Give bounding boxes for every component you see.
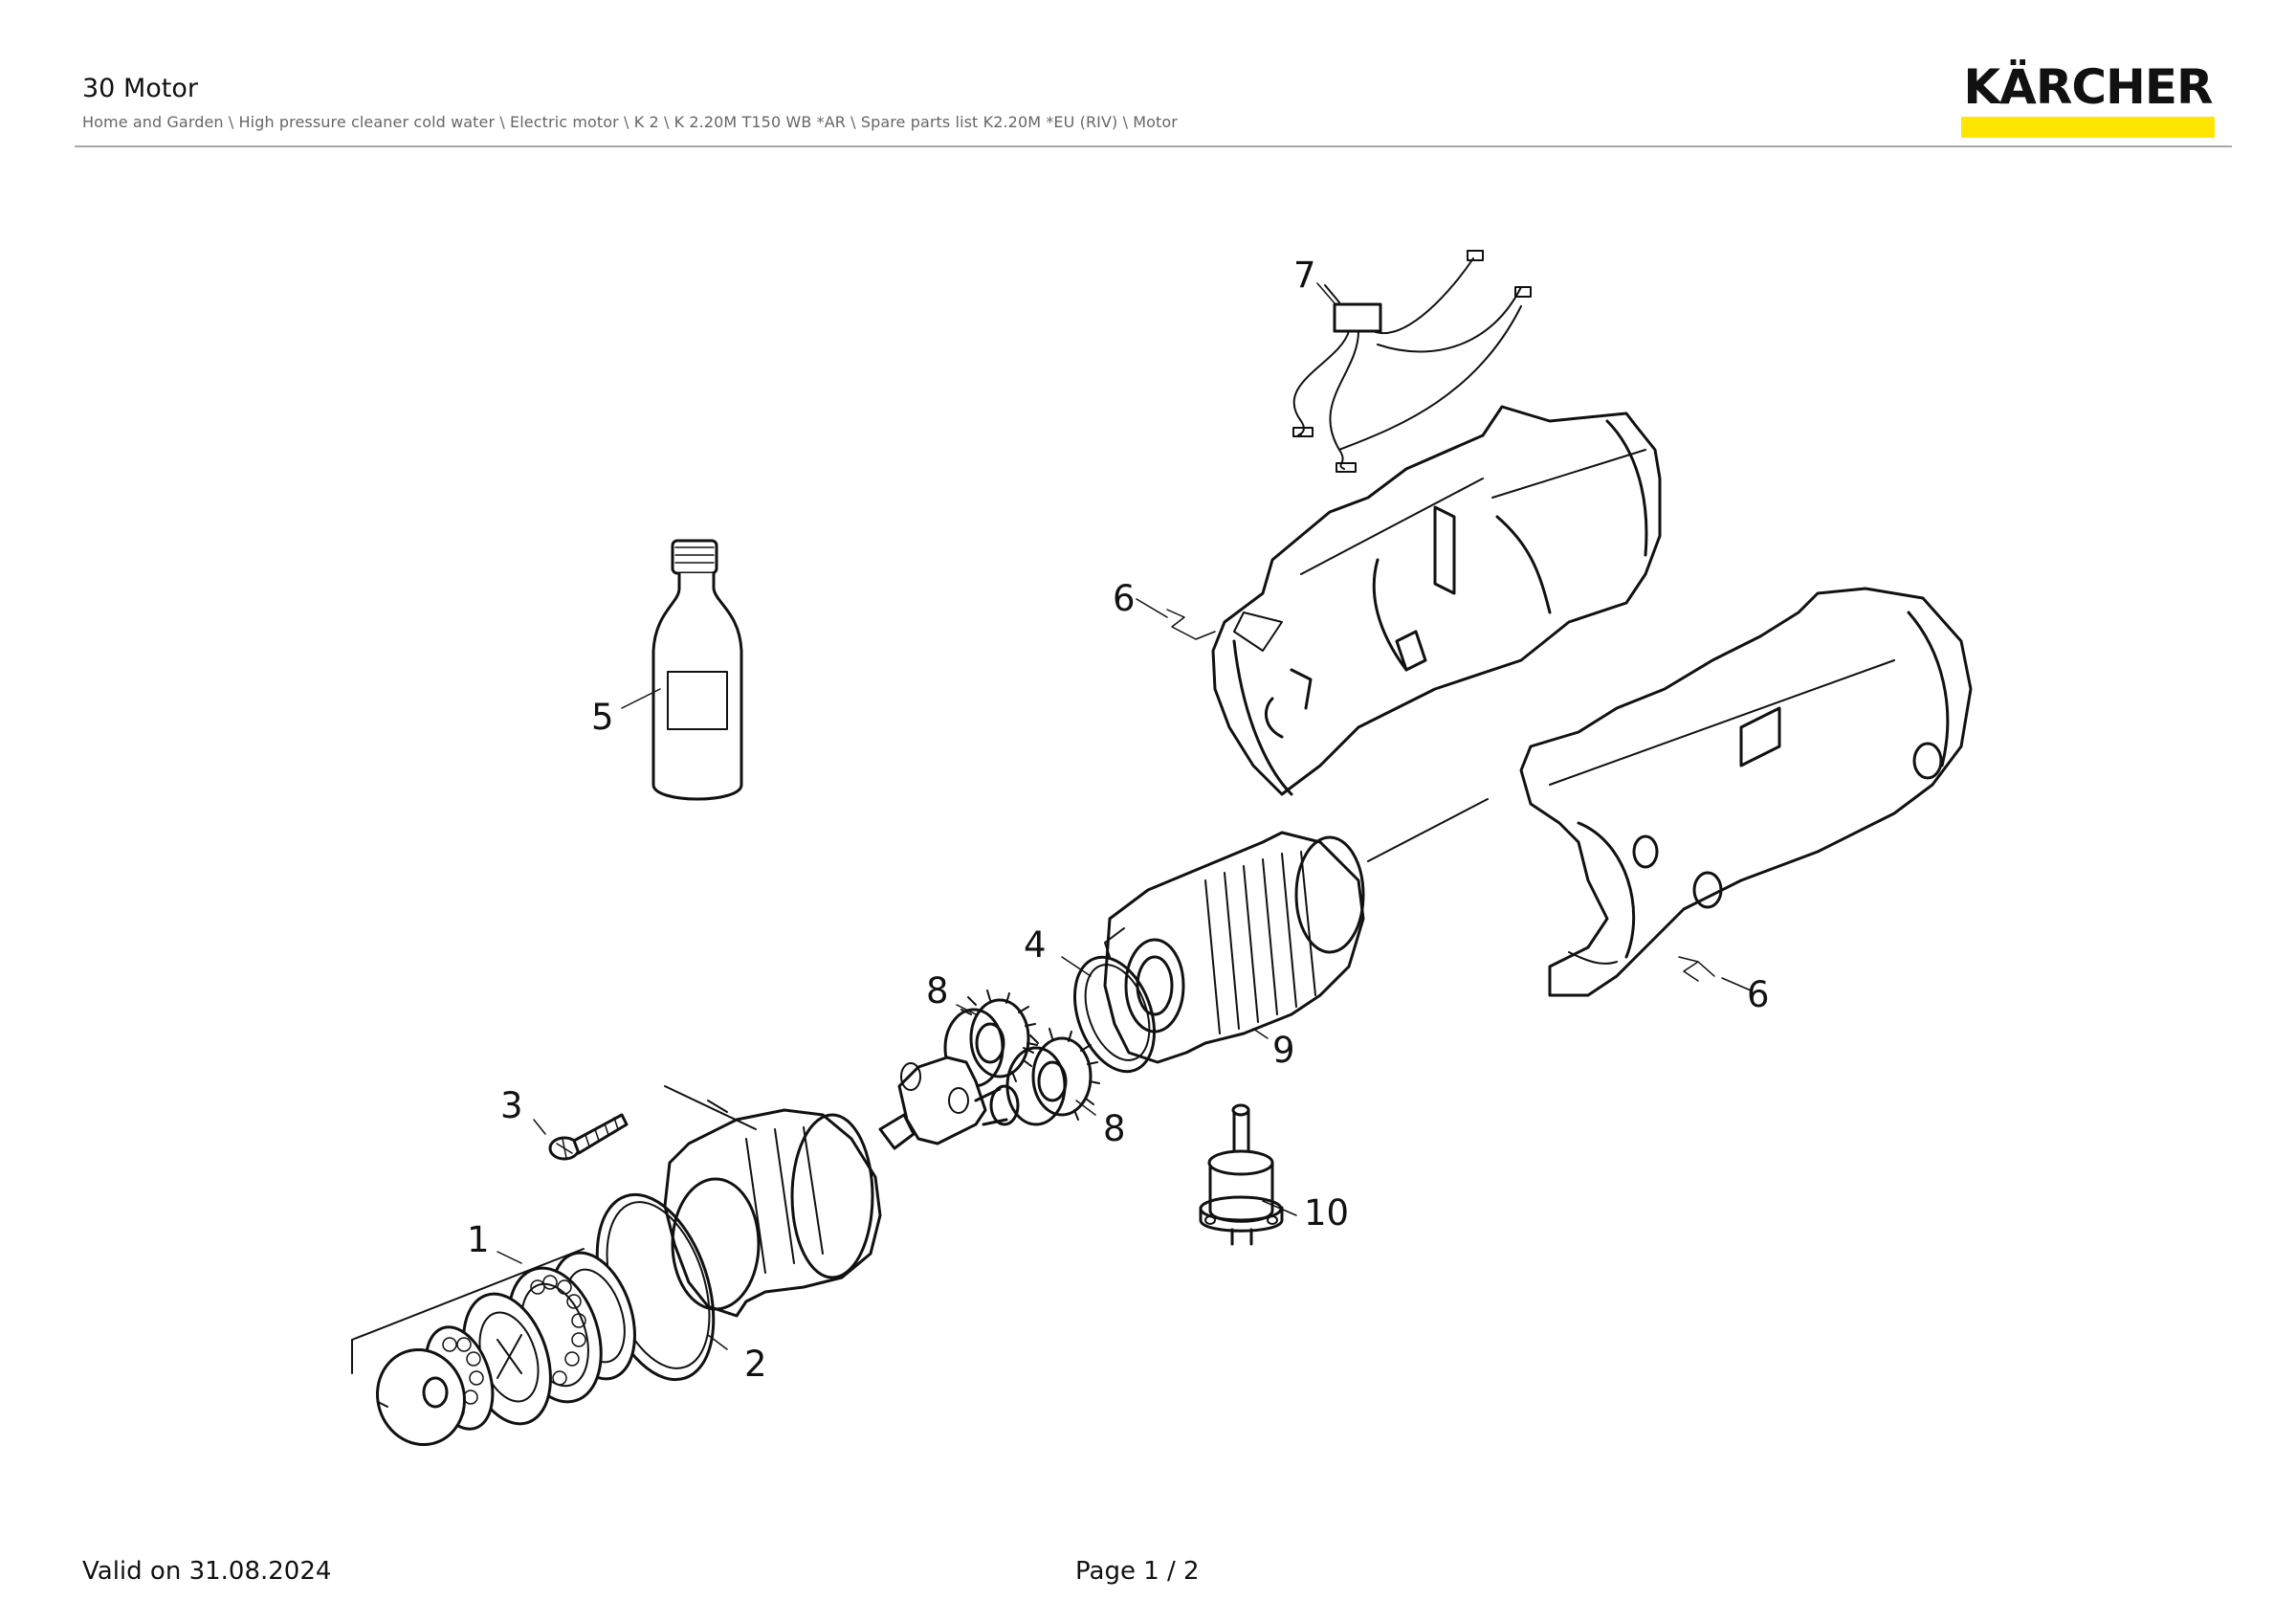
callout-1: 1	[467, 1219, 490, 1260]
callout-8-lower: 8	[1103, 1108, 1126, 1149]
bearing-plate-stack-part	[351, 1248, 636, 1447]
screw-part	[548, 1113, 629, 1161]
gear-carrier-part	[878, 1056, 1020, 1150]
callout-10: 10	[1304, 1192, 1349, 1234]
callout-9: 9	[1272, 1030, 1295, 1071]
callout-8-upper: 8	[926, 970, 949, 1012]
callout-5: 5	[591, 697, 614, 738]
electric-motor-part	[1103, 831, 1365, 1064]
page-number: Page 1 / 2	[1075, 1557, 1200, 1586]
assembly-axis-line	[1367, 798, 1489, 862]
callout-4: 4	[1024, 924, 1047, 966]
callout-6-upper: 6	[1113, 578, 1136, 619]
callout-7: 7	[1293, 255, 1316, 296]
logo-wordmark: KÄRCHER	[1963, 59, 2213, 115]
karcher-logo: KÄRCHER	[1961, 59, 2215, 138]
breadcrumb: Home and Garden \ High pressure cleaner …	[82, 113, 1178, 131]
motor-housing-upper-part	[1211, 405, 1662, 796]
logo-yellow-bar	[1961, 117, 2215, 138]
callout-6-lower: 6	[1747, 974, 1770, 1015]
header-divider	[75, 145, 2232, 147]
gear-lower-part	[1005, 1028, 1100, 1126]
o-ring-part	[1072, 955, 1157, 1074]
motor-housing-lower-part	[1519, 587, 1973, 997]
bearing-bushing-part	[1199, 1103, 1284, 1246]
wiring-harness-part	[1292, 250, 1532, 473]
pump-front-housing-part	[663, 1085, 882, 1318]
page-title: 30 Motor	[82, 74, 198, 103]
callout-3: 3	[500, 1085, 523, 1126]
callout-leader-lines	[497, 282, 1752, 1350]
page-header: 30 Motor Home and Garden \ High pressure…	[82, 75, 1178, 132]
oil-bottle-part	[651, 539, 743, 801]
callout-2: 2	[744, 1344, 767, 1385]
validity-date: Valid on 31.08.2024	[82, 1557, 332, 1586]
